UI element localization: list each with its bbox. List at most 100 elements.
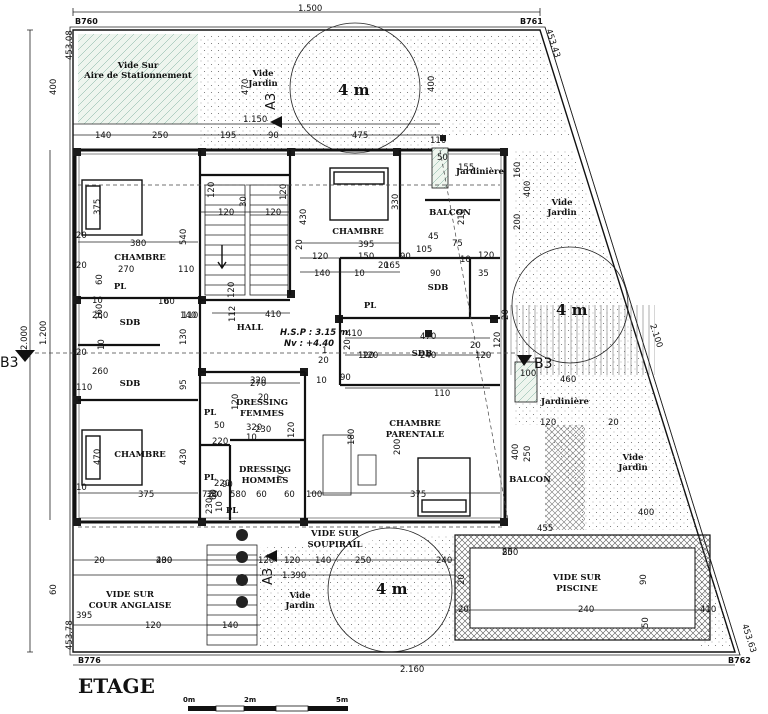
dim-label-38: 120: [478, 251, 494, 261]
dim-label-87: 100: [306, 490, 322, 500]
dim-label-34: 90: [430, 269, 441, 279]
dim-label-92: 20: [608, 418, 619, 428]
dim-label-97: 455: [537, 524, 553, 534]
dim-label-54: 130: [179, 329, 189, 345]
label-vide-jardin-4a: Vide: [288, 591, 311, 601]
section-arrow-b3-right[interactable]: [517, 355, 532, 366]
dim-label-80: 430: [179, 449, 189, 465]
section-label-a3-bottom: A3: [261, 568, 276, 585]
dim-label-33: 165: [384, 261, 400, 271]
dim-label-69: 460: [560, 375, 576, 385]
label-dressing-femmes-1: DRESSING: [236, 398, 288, 408]
tree-radius-circle-3: [327, 527, 453, 653]
label-vide-jardin-1b: Jardin: [247, 79, 277, 89]
dim-label-36: 105: [416, 245, 432, 255]
dim-label-43: 200: [513, 214, 523, 230]
circle-label-2: 4 m: [556, 301, 588, 319]
bed-chambre-3: [81, 429, 143, 486]
dim-label-32: 10: [354, 269, 365, 279]
dim-label-103: 120: [284, 556, 300, 566]
scale-label-0: 0m: [183, 696, 195, 704]
scale-bar: 0m 2m 5m: [183, 696, 348, 712]
dim-label-40: 45: [428, 232, 439, 242]
dim-label-39: 10: [460, 255, 471, 265]
dim-label-109: 140: [222, 621, 238, 631]
dim-label-71: 120: [493, 332, 503, 348]
dim-label-18: 120: [218, 208, 234, 218]
stair-arrow: [217, 245, 227, 270]
dim-label-20: 120: [265, 208, 281, 218]
label-vide-piscine-2: PISCINE: [556, 584, 598, 594]
dim-label-105: 250: [355, 556, 371, 566]
label-balcon-2: BALCON: [509, 475, 551, 485]
label-chambre-3: CHAMBRE: [114, 450, 166, 460]
label-chambre-2: CHAMBRE: [332, 227, 384, 237]
dim-bottom-inner: 1.390: [282, 571, 306, 581]
sofa-parentale: [322, 434, 377, 496]
label-sdb-2: SDB: [120, 379, 141, 389]
dim-label-93: 400: [638, 508, 654, 518]
dim-label-127: 10: [76, 483, 87, 493]
label-vide-stationnement-1: Vide Sur: [117, 61, 159, 71]
dim-top-total: 1.500: [298, 4, 322, 14]
label-vide-piscine-1: VIDE SUR: [552, 573, 602, 583]
pool: [454, 534, 711, 641]
label-chambre-parentale-1: CHAMBRE: [389, 419, 441, 429]
dim-label-26: 395: [358, 240, 374, 250]
garden-hatch-top: [200, 34, 570, 150]
dim-label-116: 50: [641, 617, 651, 628]
dim-label-42: 160: [513, 162, 523, 178]
garden-hatch-bottom: [260, 535, 455, 648]
dim-label-96: 250: [523, 446, 533, 462]
dim-label-117: 720: [202, 490, 218, 500]
dim-left-total: 2.000: [20, 326, 30, 350]
dim-label-61: 120: [362, 351, 378, 361]
label-jardiniere-2: Jardinière: [540, 396, 589, 407]
label-vide-jardin-3b: Jardin: [617, 463, 647, 473]
dim-label-112: 240: [578, 605, 594, 615]
elev-tl: 453.08: [65, 30, 75, 60]
label-vide-jardin-3a: Vide: [621, 453, 644, 463]
corner-b776: B776: [78, 656, 101, 665]
dim-label-27: 150: [358, 252, 374, 262]
dim-label-133: 120: [540, 418, 556, 428]
dim-label-128: 90: [340, 373, 351, 383]
dim-label-25: 430: [299, 209, 309, 225]
dim-label-12: 20: [76, 231, 87, 241]
dim-label-4: 475: [352, 131, 368, 141]
label-pl-5: PL: [226, 506, 238, 516]
dim-bottom-total: 2.160: [400, 665, 424, 675]
corner-b760: B760: [75, 17, 98, 26]
dim-label-28: 90: [400, 252, 411, 262]
scale-label-2: 2m: [244, 696, 256, 704]
label-vide-jardin-2b: Jardin: [546, 208, 576, 218]
label-sdb-4: SDB: [412, 349, 433, 359]
bed-chambre-2: [329, 167, 389, 221]
dim-label-62: 110: [434, 389, 450, 399]
dim-label-89: 60: [209, 489, 219, 500]
dim-label-51: 410: [265, 310, 281, 320]
label-vide-jardin-1a: Vide: [251, 69, 274, 79]
bed-parentale: [417, 457, 471, 517]
dim-label-24: 330: [391, 194, 401, 210]
dim-label-31: 140: [314, 269, 330, 279]
dim-label-86: 60: [284, 490, 295, 500]
dim-label-91: 60: [49, 584, 59, 595]
section-arrow-a3-top[interactable]: [270, 116, 282, 128]
dim-label-76: 70: [277, 469, 287, 480]
dim-label-110: 395: [76, 611, 92, 621]
corner-b761: B761: [520, 17, 543, 26]
dim-label-22: 120: [279, 184, 289, 200]
section-arrow-b3-left[interactable]: [15, 350, 35, 362]
planter-top: [431, 147, 449, 189]
label-vide-soupirail-1: VIDE SUR: [310, 529, 360, 539]
dim-label-72: 20: [501, 309, 511, 320]
dim-label-3: 90: [268, 131, 279, 141]
shrubs: [236, 529, 248, 608]
section-arrow-a3-bottom[interactable]: [265, 550, 277, 562]
dim-label-106: 240: [436, 556, 452, 566]
dim-label-48: 260: [92, 311, 108, 321]
dim-label-19: 30: [239, 196, 249, 207]
dim-label-16: 270: [118, 265, 134, 275]
